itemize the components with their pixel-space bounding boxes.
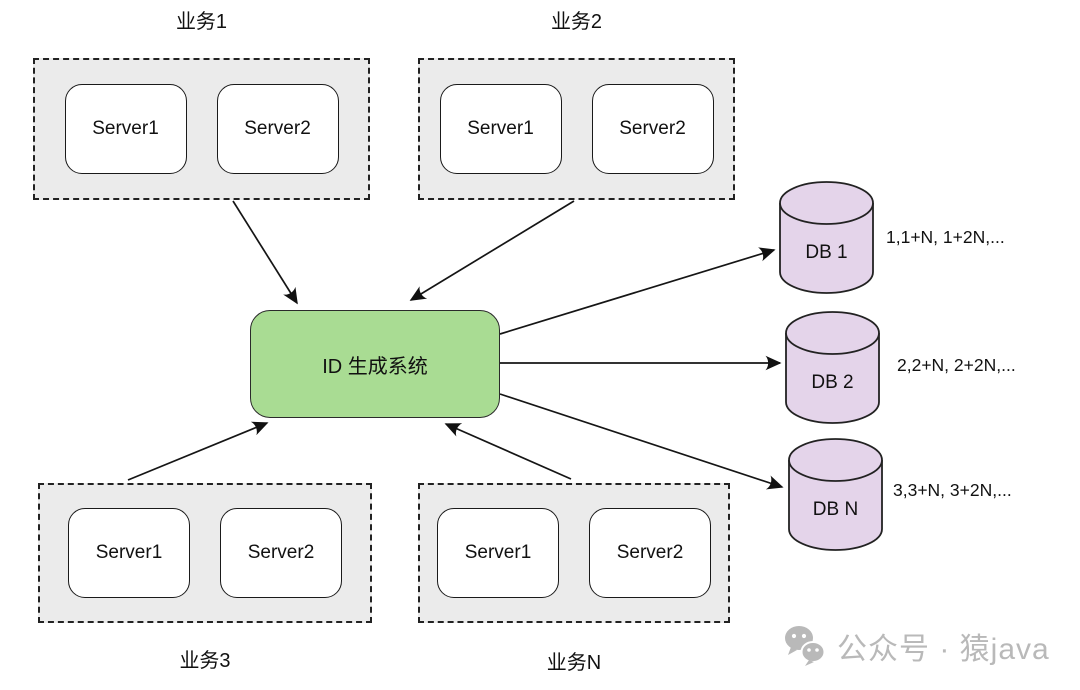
server-box: Server2 xyxy=(220,508,342,598)
server-box: Server1 xyxy=(68,508,190,598)
server-box: Server1 xyxy=(64,84,187,174)
db2-sequence-text: 2,2+N, 2+2N,... xyxy=(897,355,1016,375)
dbn-label: DB N xyxy=(812,499,859,520)
cylinder-shape xyxy=(779,181,874,294)
business-group-biz2: Server1 Server2 xyxy=(418,58,735,200)
arrow-id-to-dbn xyxy=(499,393,784,490)
server-label: Server1 xyxy=(464,542,532,563)
id-generation-system-box: ID 生成系统 xyxy=(250,310,500,418)
server-label: Server1 xyxy=(95,542,163,563)
db1-label: DB 1 xyxy=(805,242,848,263)
arrow-biz2-to-id xyxy=(409,200,575,301)
server-label: Server2 xyxy=(619,118,686,139)
server-box: Server2 xyxy=(591,84,714,174)
group-label-biz3: 业务3 xyxy=(179,650,231,672)
database-cylinder-db1: DB 1 xyxy=(778,180,875,297)
watermark-text: 公众号 · 猿java xyxy=(837,633,1050,666)
arrow-id-to-db1 xyxy=(499,247,776,335)
server-box: Server1 xyxy=(439,84,562,174)
business-group-bizn: Server1 Server2 xyxy=(418,483,730,623)
server-box: Server2 xyxy=(216,84,339,174)
arrow-biz3-to-id xyxy=(127,421,269,481)
server-label: Server1 xyxy=(92,118,159,139)
arrow-biz1-to-id xyxy=(232,200,298,305)
server-label: Server1 xyxy=(467,118,534,139)
wechat-chat-bubbles-icon xyxy=(785,626,826,666)
database-cylinder-db2: DB 2 xyxy=(784,310,881,427)
server-box: Server2 xyxy=(589,508,711,598)
server-label: Server2 xyxy=(616,542,684,563)
arrow-bizn-to-id xyxy=(444,423,572,480)
db1-sequence-text: 1,1+N, 1+2N,... xyxy=(886,227,1005,247)
db2-label: DB 2 xyxy=(811,372,854,393)
database-cylinder-dbn: DB N xyxy=(787,437,884,554)
server-label: Server2 xyxy=(247,542,315,563)
cylinder-shape xyxy=(785,311,880,424)
cylinder-shape xyxy=(788,438,883,551)
group-label-biz1: 业务1 xyxy=(175,11,228,33)
group-label-bizn: 业务N xyxy=(546,652,602,674)
id-generation-system-label: ID 生成系统 xyxy=(322,355,428,378)
dbn-sequence-text: 3,3+N, 3+2N,... xyxy=(893,480,1012,500)
business-group-biz1: Server1 Server2 xyxy=(33,58,370,200)
server-box: Server1 xyxy=(437,508,559,598)
server-label: Server2 xyxy=(244,118,311,139)
watermark: 公众号 · 猿java xyxy=(783,624,1050,668)
business-group-biz3: Server1 Server2 xyxy=(38,483,372,623)
group-label-biz2: 业务2 xyxy=(550,11,603,33)
